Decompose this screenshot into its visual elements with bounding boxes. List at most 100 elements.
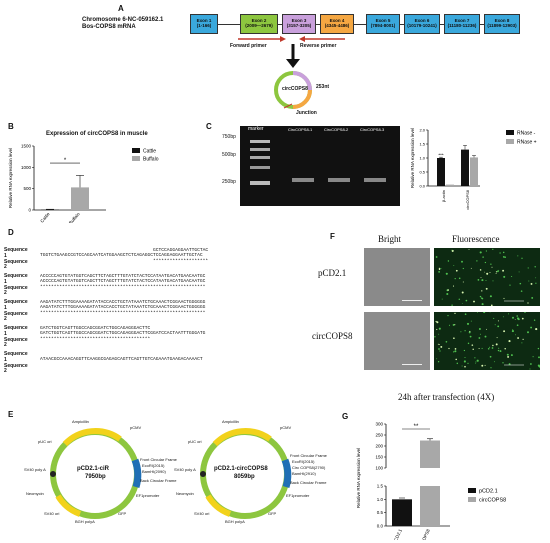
fluor-cell [521, 317, 524, 320]
fluor-cell [479, 269, 482, 271]
bar-circcops8-upper [420, 440, 440, 468]
bar-RNase+ [446, 184, 454, 186]
fluor-cell [437, 361, 440, 363]
bar-buffalo [71, 187, 89, 210]
y-tick-label: 150 [375, 455, 383, 460]
fluor-cell [447, 315, 449, 317]
sequence-lines: GCTCCAGGAGGAATTGCTAC TGGTCTGAAGCCGTCCAGC… [40, 248, 209, 264]
gel-band-lane-2 [328, 178, 350, 182]
p1-ef1: EF1promoter [136, 493, 160, 498]
fluor-cell [440, 268, 442, 270]
gel-size-250: 250bp [222, 179, 236, 185]
y-tick-label: 1000 [21, 165, 32, 170]
plasmid-1-gfp [55, 494, 82, 517]
fluor-cell [463, 360, 466, 363]
fluor-cell [477, 279, 480, 281]
p1-sv40ori: SV40 ori [44, 511, 60, 516]
fluor-cell [489, 355, 492, 358]
p2-back: Back Circular Frame [290, 480, 327, 485]
sequence-2-label: Sequence 2 [4, 336, 28, 349]
sequence-2-label: Sequence 2 [4, 310, 28, 323]
plasmid-2-ampicillin [212, 428, 272, 447]
fluor-cell [462, 267, 464, 270]
fluor-dots-circ [434, 312, 540, 370]
fluor-cell [537, 347, 540, 350]
y-tick-label: 1.0 [419, 156, 425, 161]
p1-ecor: EcoRI(2015) [142, 463, 165, 468]
fluor-cell [486, 272, 489, 275]
y-tick-label: 300 [375, 422, 383, 427]
bar-pcd2.1 [392, 499, 412, 526]
fluor-cell [476, 359, 479, 362]
fluor-cell [451, 249, 453, 251]
fluor-cell [478, 337, 481, 339]
fluor-cell [467, 342, 470, 345]
legend-label: circCOPS8 [479, 498, 506, 504]
fluor-cell [493, 361, 495, 363]
y-tick-label: 100 [375, 466, 383, 471]
fluor-cell [499, 252, 501, 254]
fluor-cell [468, 331, 471, 334]
fluor-cell [504, 347, 506, 350]
fluor-cell [479, 295, 482, 298]
gel-lane-2-label: CircCOPS8-2 [324, 127, 349, 132]
sequence-lines: GATCTGGTCAGTTGGCCAGCGGATCTGGCAGAGGGACTTC… [40, 326, 206, 342]
p1-ampicillin: Ampicillin [72, 419, 89, 424]
primer-diagram [238, 36, 345, 109]
chromosome-label: Chromosome 6-NC-059162.1 Bos-COPS8 mRNA [82, 17, 164, 30]
fluor-cell [436, 358, 438, 360]
p1-pcmv: pCMV [130, 425, 142, 430]
fluor-cell [492, 248, 494, 251]
fluor-cell [503, 297, 505, 299]
fluor-cell [491, 266, 493, 268]
forward-primer-arrowhead [280, 36, 286, 42]
fluor-cell [464, 365, 466, 368]
fluor-cell [436, 321, 439, 324]
fluor-cell [476, 260, 478, 262]
fluor-cell [508, 363, 511, 366]
fluor-cell [438, 333, 440, 335]
fluor-cell [530, 363, 532, 365]
x-tick-label: circCOPS8 [465, 189, 470, 210]
fluor-cell [435, 320, 437, 323]
fluor-cell [475, 363, 477, 364]
fluor-cell [435, 256, 438, 258]
legend-label: RNase + [517, 140, 537, 146]
fluor-cell [534, 266, 536, 268]
fluor-cell [489, 346, 491, 348]
fluor-cell [527, 302, 529, 304]
fluor-cell [520, 290, 523, 292]
fluor-cell [480, 297, 483, 299]
fluor-cell [490, 367, 492, 369]
fluor-cell [492, 280, 494, 282]
fluor-cell [464, 313, 467, 315]
fluor-cell [481, 290, 483, 292]
p1-gfp: GFP [118, 511, 127, 516]
fluor-cell [494, 324, 496, 326]
p2-gfp: GFP [268, 511, 277, 516]
fluor-cell [490, 304, 493, 306]
down-arrow-head [286, 59, 300, 68]
fluor-cell [535, 328, 538, 331]
fluor-cell [451, 304, 453, 306]
fluor-cell [498, 347, 500, 349]
fluor-cell [438, 348, 440, 350]
scale-bar [402, 364, 422, 365]
fluor-cell [478, 328, 481, 330]
y-tick-label: 500 [23, 186, 31, 191]
fluor-cell [468, 249, 470, 251]
exon-4: Exon 4(4345-4486) [320, 14, 354, 34]
fluor-cell [467, 362, 469, 364]
fluor-cell [512, 316, 514, 319]
fluor-cell [454, 324, 456, 326]
bar-RNase- [437, 158, 445, 186]
circ-inner-label: circCOPS8 [282, 86, 308, 92]
y-axis-label: Relative RNA expression level [8, 148, 13, 208]
x-tick-label: Buffalo [68, 211, 81, 223]
fluor-cell [481, 364, 484, 367]
